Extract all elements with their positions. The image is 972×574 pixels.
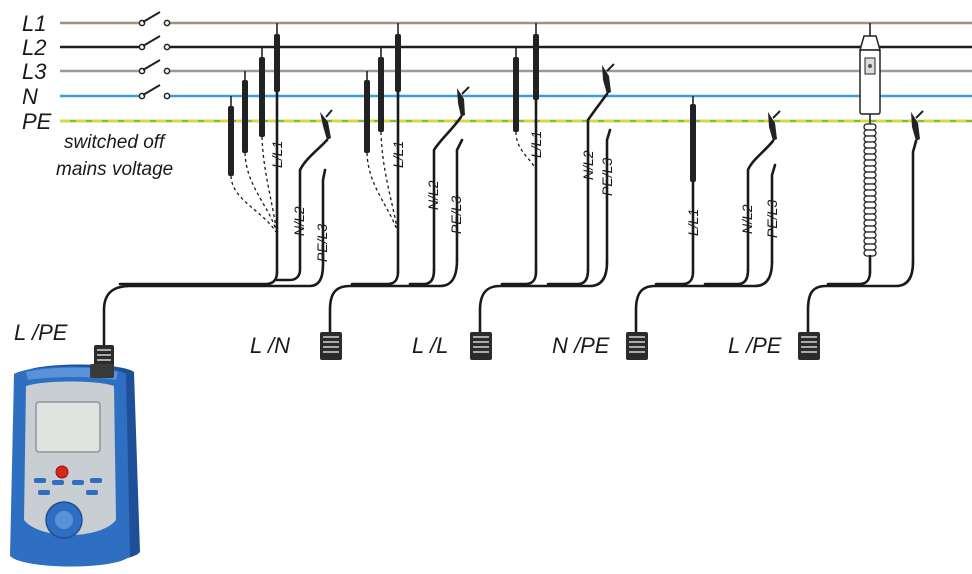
test-probe-icon xyxy=(364,71,370,153)
mode-label-l-l: L /L xyxy=(412,333,448,358)
mode-label-n-pe: N /PE xyxy=(552,333,610,358)
test-probe-icon xyxy=(395,23,401,92)
test-probe-icon xyxy=(274,23,280,92)
test-probe-icon xyxy=(513,47,519,132)
test-probe-icon xyxy=(533,23,539,100)
lead-label-pe-l3: PE/L3 xyxy=(764,200,780,238)
switch-l2-icon xyxy=(138,35,171,52)
coiled-cable-icon xyxy=(863,123,877,257)
switch-l1-icon xyxy=(138,11,171,28)
lead-label-n-l2: N/L2 xyxy=(580,150,596,180)
bus-label-l1: L1 xyxy=(22,11,46,36)
note-line-2: mains voltage xyxy=(56,159,173,180)
plug-connector-icon xyxy=(798,332,820,360)
test-probe-icon xyxy=(242,71,248,153)
test-probe-icon xyxy=(228,96,234,176)
crocodile-clip-icon xyxy=(602,63,615,94)
multifunction-tester-device xyxy=(10,364,140,567)
lead-label-l-l1: L/L1 xyxy=(269,141,285,168)
group-4-n-pe: L/L1 N/L2 PE/L3 xyxy=(634,96,781,334)
group-5-l-pe xyxy=(806,23,924,334)
lead-label-l-l1: L/L1 xyxy=(390,141,406,168)
crocodile-clip-icon xyxy=(320,109,333,140)
crocodile-clip-icon xyxy=(457,86,470,117)
lead-label-l-l1: L/L1 xyxy=(528,131,544,158)
lead-label-l-l1: L/L1 xyxy=(685,209,701,236)
switch-n-icon xyxy=(138,84,171,101)
crocodile-clip-icon xyxy=(768,110,781,141)
mode-label-l-pe: L /PE xyxy=(14,320,68,345)
lead-label-pe-l3: PE/L3 xyxy=(599,158,615,196)
group-3-l-l: L/L1 N/L2 PE/L3 xyxy=(478,23,615,334)
mains-switches xyxy=(138,11,171,101)
lead-label-n-l2: N/L2 xyxy=(739,204,755,234)
switched-off-note: switched off mains voltage xyxy=(56,132,173,180)
lead-label-pe-l3: PE/L3 xyxy=(314,224,330,262)
test-probe-icon xyxy=(690,96,696,182)
crocodile-clip-icon xyxy=(911,110,924,141)
plug-connector-icon xyxy=(470,332,492,360)
mode-labels: L /PE L /N L /L N /PE L /PE xyxy=(14,320,782,358)
group-1-l-pe: L/L1 N/L2 PE/L3 xyxy=(102,23,333,347)
bus-label-l2: L2 xyxy=(22,35,46,60)
switch-l3-icon xyxy=(138,59,171,76)
lead-label-pe-l3: PE/L3 xyxy=(448,196,464,234)
bus-label-l3: L3 xyxy=(22,59,47,84)
test-probe-icon xyxy=(259,47,265,137)
lead-label-n-l2: N/L2 xyxy=(291,206,307,236)
bus-labels: L1 L2 L3 N PE xyxy=(22,11,52,134)
plug-connector-icon xyxy=(320,332,342,360)
bus-label-n: N xyxy=(22,84,38,109)
mode-label-l-n: L /N xyxy=(250,333,290,358)
group-2-l-n: L/L1 N/L2 PE/L3 xyxy=(328,23,470,334)
plug-connector-icon xyxy=(626,332,648,360)
mode-label-l-pe-2: L /PE xyxy=(728,333,782,358)
test-probe-icon xyxy=(378,47,384,132)
bus-label-pe: PE xyxy=(22,109,52,134)
lead-label-n-l2: N/L2 xyxy=(425,180,441,210)
note-line-1: switched off xyxy=(64,132,166,153)
phase-tester-icon xyxy=(859,35,881,124)
